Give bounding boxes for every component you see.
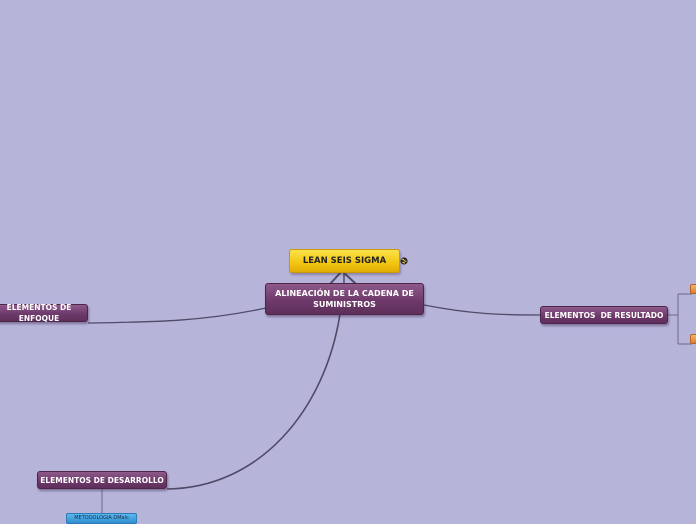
central-topic[interactable]: ALINEACIÓN DE LA CADENA DE SUMINISTROS	[265, 283, 424, 315]
subtopic-resultado-2[interactable]	[690, 334, 696, 344]
central-topic-label: ALINEACIÓN DE LA CADENA DE SUMINISTROS	[275, 289, 414, 309]
globe-icon[interactable]	[400, 257, 408, 265]
connector-resultado	[423, 304, 542, 316]
connector-desarrollo	[166, 313, 341, 490]
branch-elementos-de-enfoque[interactable]: ELEMENTOS DE ENFOQUE	[0, 303, 88, 323]
branch-resultado-label: ELEMENTOS DE RESULTADO	[544, 310, 664, 320]
branch-desarrollo-label: ELEMENTOS DE DESARROLLO	[40, 475, 164, 485]
branch-elementos-de-resultado[interactable]: ELEMENTOS DE RESULTADO	[540, 306, 668, 324]
subtopic-dmaic-label: METODOLOGIA DMaic	[74, 515, 129, 521]
subtopic-metodologia-dmaic[interactable]: METODOLOGIA DMaic	[66, 513, 137, 524]
connector-enfoque	[87, 307, 267, 324]
topic-lean-seis-sigma-label: LEAN SEIS SIGMA	[302, 255, 387, 266]
topic-lean-seis-sigma[interactable]: LEAN SEIS SIGMA	[289, 249, 400, 273]
connector-resultado-subs	[668, 293, 692, 345]
branch-enfoque-label: ELEMENTOS DE ENFOQUE	[6, 303, 72, 323]
branch-elementos-de-desarrollo[interactable]: ELEMENTOS DE DESARROLLO	[37, 471, 167, 489]
subtopic-resultado-1[interactable]	[690, 284, 696, 294]
